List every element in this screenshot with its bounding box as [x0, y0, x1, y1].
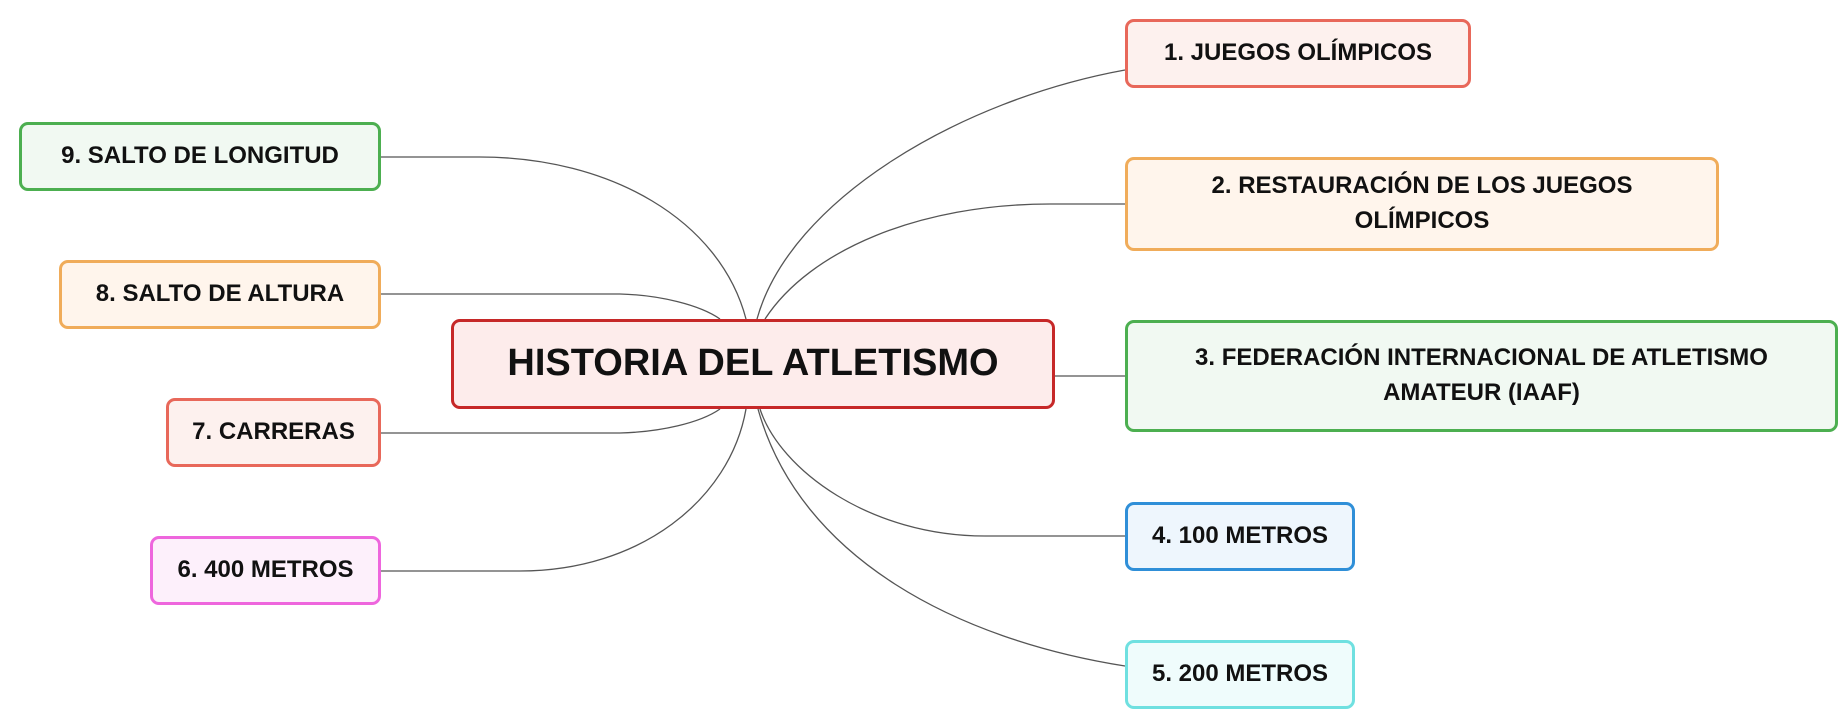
node-label-line: 4. 100 METROS	[1151, 522, 1329, 550]
node-label-line: 6. 400 METROS	[177, 556, 354, 584]
root-topic-label: HISTORIA DEL ATLETISMO	[507, 342, 999, 385]
node-juegos-olimpicos[interactable]: 1. JUEGOS OLÍMPICOS	[1125, 19, 1471, 88]
node-salto-de-altura[interactable]: 8. SALTO DE ALTURA	[59, 260, 381, 329]
node-100-metros[interactable]: 4. 100 METROS	[1125, 502, 1355, 571]
connector-root-to-node-6	[381, 408, 747, 572]
root-topic[interactable]: HISTORIA DEL ATLETISMO	[451, 319, 1055, 409]
node-iaaf[interactable]: 3. FEDERACIÓN INTERNACIONAL DE ATLETISMO…	[1125, 320, 1838, 432]
node-salto-de-longitud[interactable]: 9. SALTO DE LONGITUD	[19, 122, 381, 191]
connector-root-to-node-7	[381, 408, 721, 434]
connector-root-to-node-5	[757, 408, 1126, 667]
node-label-line: 3. FEDERACIÓN INTERNACIONAL DE ATLETISMO	[1195, 344, 1768, 372]
node-label-line: 9. SALTO DE LONGITUD	[61, 142, 339, 170]
node-label-line: 7. CARRERAS	[192, 418, 355, 446]
node-carreras[interactable]: 7. CARRERAS	[166, 398, 381, 467]
node-label-line: 5. 200 METROS	[1151, 660, 1329, 688]
node-label-line: AMATEUR (IAAF)	[1383, 379, 1580, 406]
node-label-line: 2. RESTAURACIÓN DE LOS JUEGOS	[1211, 172, 1633, 200]
node-200-metros[interactable]: 5. 200 METROS	[1125, 640, 1355, 709]
connector-root-to-node-2	[764, 203, 1125, 320]
node-restauracion-juegos-olimpicos[interactable]: 2. RESTAURACIÓN DE LOS JUEGOS OLÍMPICOS	[1125, 157, 1719, 251]
node-label-line: 8. SALTO DE ALTURA	[95, 280, 345, 308]
connector-root-to-node-1	[756, 69, 1126, 320]
node-400-metros[interactable]: 6. 400 METROS	[150, 536, 381, 605]
connector-root-to-node-9	[381, 156, 747, 320]
node-label-line: 1. JUEGOS OLÍMPICOS	[1163, 39, 1433, 67]
node-label-line: OLÍMPICOS	[1354, 207, 1490, 234]
connector-root-to-node-8	[381, 293, 721, 320]
connector-root-to-node-4	[759, 408, 1125, 537]
